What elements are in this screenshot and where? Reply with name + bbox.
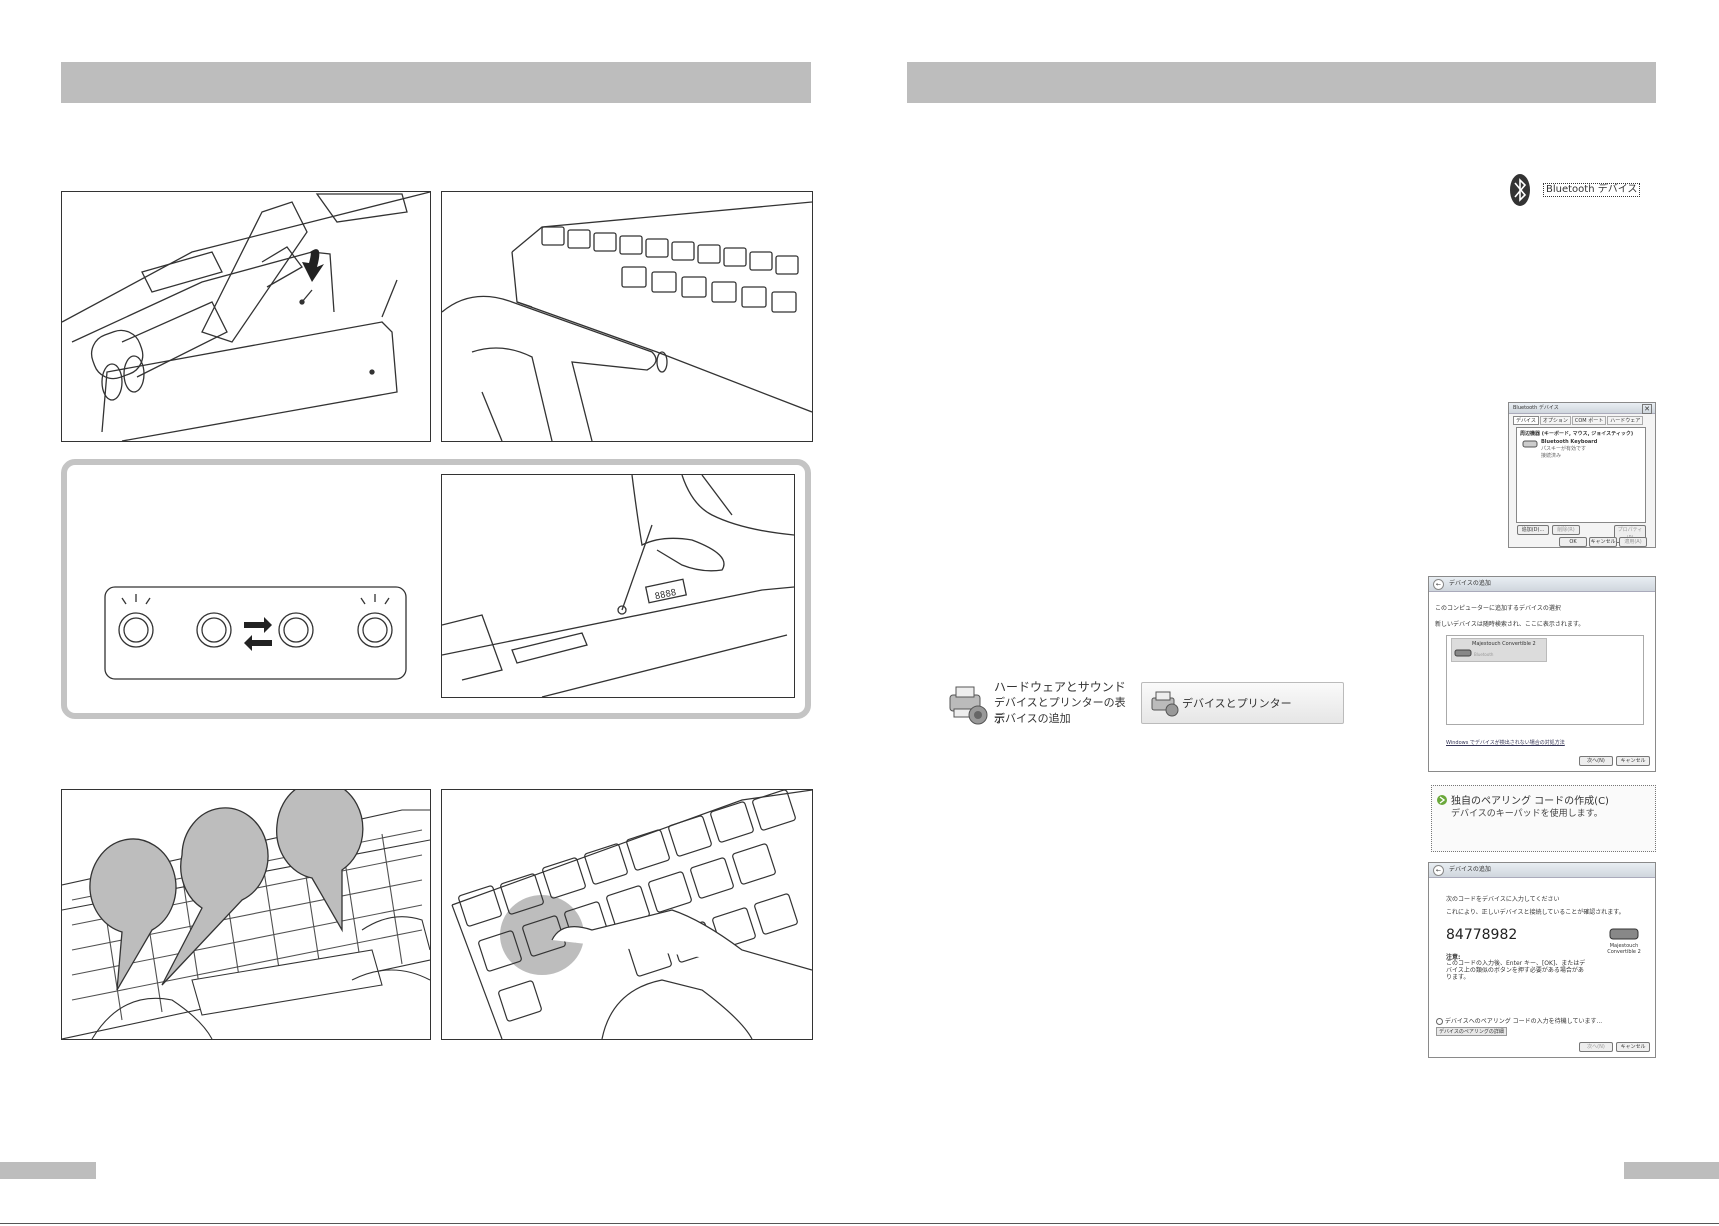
left-header-band xyxy=(61,62,811,103)
device-status-2: 接続済み xyxy=(1541,453,1562,459)
pairing-option-subtitle: デバイスのキーパッドを使用します。 xyxy=(1451,809,1603,819)
battery-illustration xyxy=(61,191,431,442)
bottom-rule xyxy=(0,1223,1719,1224)
dialog-titlebar: ← デバイスの追加 xyxy=(1429,577,1655,592)
right-page-number-tab xyxy=(1624,1162,1719,1179)
dialog-subtext: これにより、正しいデバイスと接続していることが確認されます。 xyxy=(1446,909,1625,916)
close-icon[interactable]: ✕ xyxy=(1642,404,1652,414)
dialog-subtext: 新しいデバイスは随時検索され、ここに表示されます。 xyxy=(1435,621,1585,628)
add-device-dialog: ← デバイスの追加 このコンピューターに追加するデバイスの選択 新しいデバイスは… xyxy=(1428,576,1656,772)
cancel-button[interactable]: キャンセル xyxy=(1616,756,1650,766)
tab-hardware[interactable]: ハードウェア xyxy=(1607,416,1644,425)
tab-options[interactable]: オプション xyxy=(1539,416,1571,425)
spinner-icon xyxy=(1436,1018,1443,1025)
arrow-right-icon xyxy=(1437,795,1447,805)
view-devices-link[interactable]: デバイスとプリンターの表示 xyxy=(994,696,1126,725)
note-text: このコードの入力後、Enter キー、[OK]、またはデバイス上の類似のボタンを… xyxy=(1446,960,1586,981)
waiting-status: デバイスへのペアリング コードの入力を待機しています... xyxy=(1436,1016,1602,1025)
left-page-number-tab xyxy=(0,1162,96,1179)
led-indicator-diagram xyxy=(104,586,407,680)
bluetooth-devices-dialog: Bluetooth デバイス ✕ デバイス オプション COM ポート ハードウ… xyxy=(1508,402,1656,548)
tab-devices[interactable]: デバイス xyxy=(1513,416,1539,425)
bluetooth-device-shortcut[interactable]: Bluetooth デバイス xyxy=(1509,172,1641,208)
dip-switch-label: 8888 xyxy=(654,588,677,602)
add-device-link[interactable]: デバイスの追加 xyxy=(994,712,1071,725)
device-type: Bluetooth xyxy=(1474,652,1494,657)
pairing-details-link[interactable]: デバイスのペアリングの詳細 xyxy=(1436,1027,1507,1036)
devices-and-printers-button[interactable]: デバイスとプリンター xyxy=(1141,682,1344,724)
hardware-sound-category: ハードウェアとサウンド デバイスとプリンターの表示 デバイスの追加 xyxy=(944,679,1134,727)
device-name: Bluetooth Keyboard xyxy=(1541,439,1598,445)
tab-com-ports[interactable]: COM ポート xyxy=(1571,416,1607,425)
devices-printers-icon xyxy=(1151,691,1179,717)
pairing-reset-illustration: 8888 xyxy=(441,474,795,698)
right-header-band xyxy=(907,62,1656,103)
led-section-frame xyxy=(61,459,811,719)
help-link[interactable]: Windows でデバイスが検出されない場合の対処方法 xyxy=(1446,740,1565,746)
dialog-titlebar: ← デバイスの追加 xyxy=(1429,863,1655,878)
apply-button[interactable]: 適用(A) xyxy=(1619,537,1647,547)
add-button[interactable]: 追加(D)... xyxy=(1517,525,1549,535)
dialog-heading: 次のコードをデバイスに入力してください xyxy=(1446,896,1560,903)
note-title: 注意: xyxy=(1446,954,1461,961)
typing-hands-illustration xyxy=(61,789,431,1040)
printer-speaker-icon xyxy=(949,686,988,725)
waiting-status-text: デバイスへのペアリング コードの入力を待機しています... xyxy=(1444,1018,1603,1025)
bluetooth-device-label: Bluetooth デバイス xyxy=(1543,183,1641,197)
pairing-code-dialog: ← デバイスの追加 次のコードをデバイスに入力してください これにより、正しいデ… xyxy=(1428,862,1656,1058)
keyboard-icon xyxy=(1609,928,1639,940)
back-arrow-icon[interactable]: ← xyxy=(1433,579,1444,590)
remove-button[interactable]: 削除(R) xyxy=(1552,525,1580,535)
device-list[interactable]: Majestouch Convertible 2 Bluetooth xyxy=(1446,635,1644,725)
dialog-title: Bluetooth デバイス xyxy=(1509,403,1655,414)
devices-and-printers-label: デバイスとプリンター xyxy=(1182,697,1292,710)
device-status-1: パスキーが有効です xyxy=(1541,446,1587,452)
cancel-button[interactable]: キャンセル xyxy=(1616,1042,1650,1052)
keyboard-icon xyxy=(1522,440,1538,448)
key-press-illustration xyxy=(441,789,813,1040)
pairing-code: 84778982 xyxy=(1446,927,1518,943)
keyboard-side-button-illustration xyxy=(441,191,813,442)
dialog-title: デバイスの追加 xyxy=(1449,580,1491,587)
ok-button[interactable]: OK xyxy=(1559,537,1587,547)
pairing-option-title: 独自のペアリング コードの作成(C) xyxy=(1451,796,1609,807)
cancel-button[interactable]: キャンセル xyxy=(1589,537,1617,547)
category-title[interactable]: ハードウェアとサウンド xyxy=(994,680,1126,694)
bluetooth-icon xyxy=(1510,174,1530,206)
next-button[interactable]: 次へ(N) xyxy=(1579,756,1613,766)
group-header: 周辺機器 (キーボード, マウス, ジョイスティック) xyxy=(1520,431,1634,437)
back-arrow-icon[interactable]: ← xyxy=(1433,865,1444,876)
next-button[interactable]: 次へ(N) xyxy=(1579,1042,1613,1052)
dialog-title: デバイスの追加 xyxy=(1449,866,1491,873)
device-item[interactable]: Bluetooth Keyboard パスキーが有効です 接続済み xyxy=(1517,439,1645,459)
device-name: Majestouch Convertible 2 xyxy=(1472,641,1536,647)
device-list[interactable]: 周辺機器 (キーボード, マウス, ジョイスティック) Bluetooth Ke… xyxy=(1516,427,1646,523)
device-item[interactable]: Majestouch Convertible 2 Bluetooth xyxy=(1451,638,1547,662)
device-label: Majestouch Convertible 2 xyxy=(1607,943,1641,955)
dialog-heading: このコンピューターに追加するデバイスの選択 xyxy=(1435,605,1561,612)
create-pairing-code-option[interactable]: 独自のペアリング コードの作成(C) デバイスのキーパッドを使用します。 xyxy=(1431,785,1656,852)
keyboard-icon xyxy=(1454,649,1472,657)
